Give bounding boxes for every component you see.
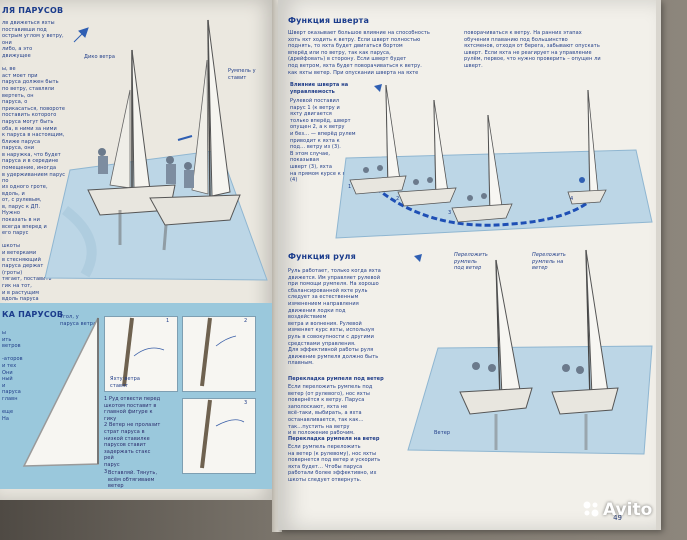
sketch-number-1: 1 — [166, 318, 170, 324]
sailboat-illustration-left — [87, 19, 241, 251]
rudder-text: Руль работает, только когда яхта движетс… — [288, 268, 381, 367]
label-tiller: Румпель у ставит — [228, 68, 256, 81]
left-text-column-2: из одного гроте, вдоль, и от, с рулевым,… — [2, 184, 52, 315]
rudder-subheading-2: Перекладка румпеля на ветер — [288, 436, 380, 442]
shvert-text-2: поворачиваться к ветру. На ранних этапах… — [464, 30, 601, 69]
boat-number-3: 3 — [448, 210, 452, 216]
label-tiller-windward: Переложить румпель на ветер — [532, 252, 566, 272]
avito-watermark: Avito — [582, 500, 652, 520]
inset-label-angle: Угол, у паруса ветра — [60, 314, 97, 327]
sketch-box-2 — [182, 316, 256, 392]
boat-number-2: 2 — [396, 196, 400, 202]
label-wind: Дико ветра — [84, 54, 115, 60]
shvert-subheading: Влияние шверта на управляемость — [290, 82, 349, 95]
book-spine — [272, 0, 282, 532]
sketch-lines — [122, 317, 245, 469]
boat-number-1: 1 — [348, 184, 352, 190]
left-page: ЛЯ ПАРУСОВ лв движеться яхты поставивши … — [0, 0, 276, 500]
left-text-column-3: ы ить ветров -аторов и тех Они ный и пар… — [2, 330, 23, 422]
label-wind-right: Ветер — [434, 430, 451, 436]
rudder-boats — [459, 249, 619, 450]
rudder-text-1: Если переложить румпель под ветер (от ру… — [288, 384, 373, 437]
shvert-title: Функция шверта — [288, 16, 370, 25]
wind-arrow-icon — [73, 27, 89, 43]
wind-arrow-icon-rudder — [410, 254, 422, 266]
rudder-text-2: Если румпель переложить на ветер (к руле… — [288, 444, 381, 483]
left-heading-top: ЛЯ ПАРУСОВ — [2, 6, 64, 15]
wind-arrow-icon-right — [370, 84, 382, 96]
rudder-title: Функция руля — [288, 252, 356, 261]
inset-note-2: Вставляй. Тянуть, всём обтягиваем ветер — [108, 470, 158, 490]
sail-diagram — [22, 317, 99, 467]
sketch-box-3 — [182, 398, 256, 474]
shvert-side-text: Рулевой поставил парус 1 (к ветру и яхту… — [290, 98, 358, 184]
rudder-subheading-1: Перекладка румпеля под ветер — [288, 376, 384, 382]
shvert-boats — [349, 84, 607, 223]
watermark-text: Avito — [603, 500, 653, 520]
sketch-box-1 — [104, 316, 178, 392]
avito-logo-icon — [583, 501, 599, 517]
sketch-number-3: 3 — [244, 400, 248, 406]
right-page: Функция шверта Шверт оказывает большое в… — [278, 0, 661, 530]
inset-note-1: 1 Руд отвести перед шкотом поставит в гл… — [104, 396, 161, 475]
sketch-number-2: 2 — [244, 318, 248, 324]
left-text-column-1: лв движеться яхты поставивши под острым … — [2, 20, 66, 185]
page-number: 49 — [613, 514, 622, 522]
shvert-text-1: Шверт оказывает большое влияние на спосо… — [288, 30, 430, 76]
boat-number-4: 4 — [570, 196, 574, 202]
left-heading-bottom: КА ПАРУСОВ — [2, 310, 64, 319]
inset-label-stays: Яхту ветра ставят — [110, 376, 141, 389]
label-tiller-leeward: Переложить румпель под ветер — [454, 252, 488, 272]
